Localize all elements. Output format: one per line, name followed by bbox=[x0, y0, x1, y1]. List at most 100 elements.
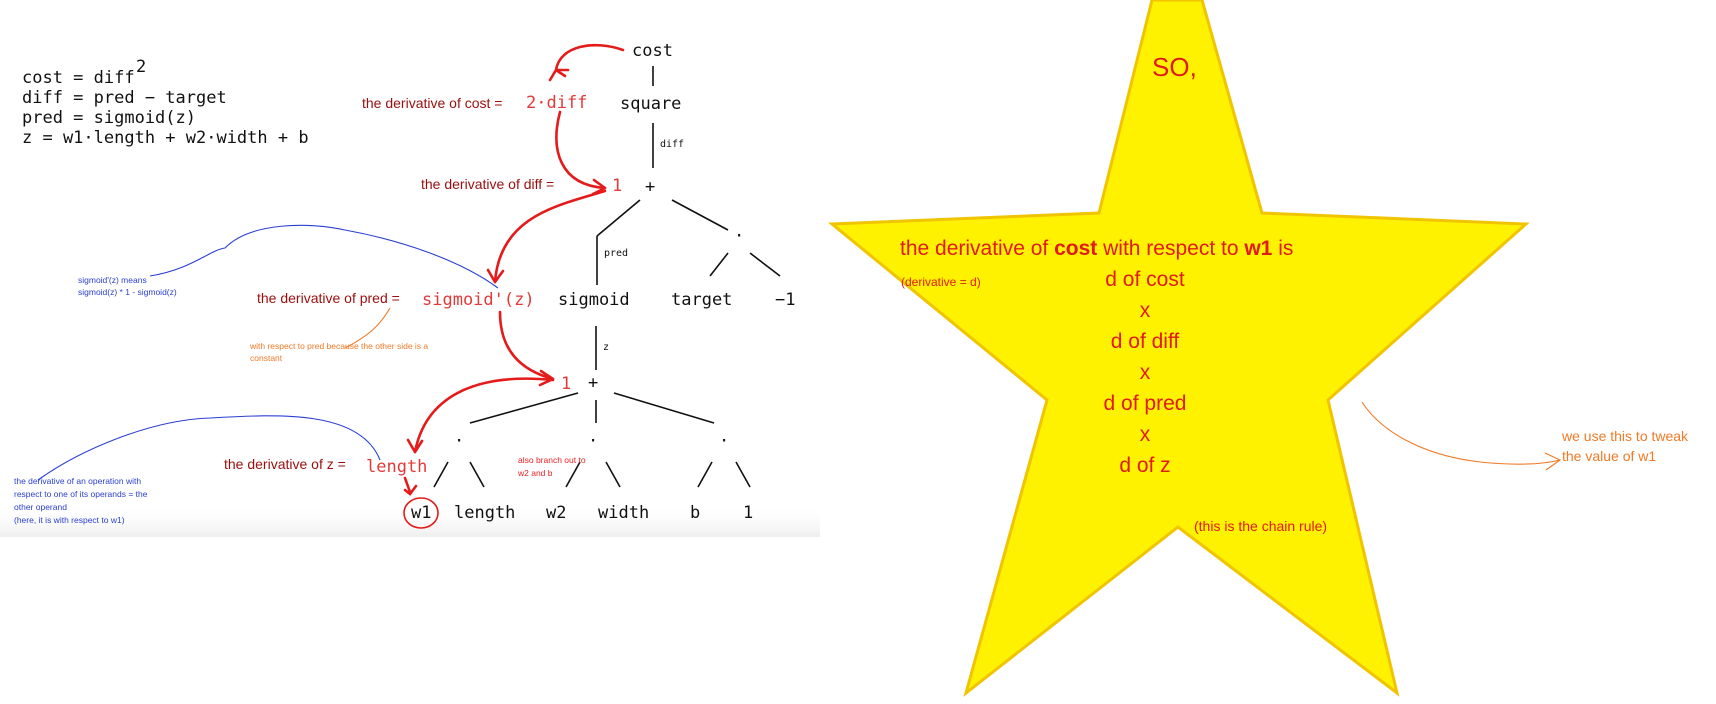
star-polygon bbox=[827, 0, 1530, 697]
star-line1-mid: with respect to bbox=[1097, 237, 1244, 260]
d-plus-value: 1 bbox=[561, 374, 571, 394]
sigmoid-note-1: sigmoid'(z) means bbox=[78, 275, 147, 285]
star-line1: the derivative of cost with respect to w… bbox=[900, 237, 1293, 260]
d-z-label: the derivative of z = bbox=[224, 456, 346, 472]
arrow-dz-to-w1 bbox=[403, 476, 418, 496]
arrow-dcost-to-ddiff bbox=[555, 110, 607, 190]
node-plus-z: + bbox=[588, 373, 598, 393]
arrowhead-dpred bbox=[486, 268, 505, 284]
node-dot-c: · bbox=[719, 431, 729, 451]
node-cost: cost bbox=[632, 41, 673, 61]
node-dot-a: · bbox=[454, 431, 464, 451]
edge-dotc-one bbox=[735, 461, 751, 488]
operand-note-2: respect to one of its operands = the bbox=[14, 489, 148, 499]
branch-note-2: w2 and b bbox=[517, 468, 553, 478]
operand-note-3: other operand bbox=[14, 502, 67, 512]
edge-dota-length bbox=[469, 461, 485, 488]
edge-plus-dota bbox=[469, 392, 579, 424]
respect-note-1: with respect to pred because the other s… bbox=[249, 341, 428, 351]
d-cost-value: 2·diff bbox=[526, 93, 587, 113]
equations-block: cost = diff 2 diff = pred − target pred … bbox=[22, 57, 309, 148]
edge-plus-dot bbox=[671, 199, 729, 231]
orange-note-left: with respect to pred because the other s… bbox=[249, 307, 428, 363]
star-item: x bbox=[1140, 299, 1151, 322]
node-dot-neg: · bbox=[734, 226, 744, 246]
d-diff-label: the derivative of diff = bbox=[421, 176, 554, 192]
operand-note-1: the derivative of an operation with bbox=[14, 476, 141, 486]
star-item: d of z bbox=[1119, 454, 1170, 477]
node-square: square bbox=[620, 94, 681, 114]
orange-arrowhead bbox=[1544, 452, 1562, 471]
star-line1-cost: cost bbox=[1054, 237, 1097, 260]
node-w2: w2 bbox=[546, 503, 566, 523]
edge-dot-target bbox=[709, 252, 729, 277]
arrow-dplus-to-dz bbox=[413, 377, 555, 454]
node-w1: w1 bbox=[411, 503, 431, 523]
star-shape bbox=[827, 0, 1530, 697]
d-pred-label: the derivative of pred = bbox=[257, 290, 400, 306]
node-target: target bbox=[671, 290, 732, 310]
tweak-note-2: the value of w1 bbox=[1562, 448, 1656, 464]
branch-note: also branch out to w2 and b bbox=[517, 455, 586, 478]
d-diff-value: 1 bbox=[612, 176, 622, 196]
star-item: x bbox=[1140, 361, 1151, 384]
star-content: SO, the derivative of cost with respect … bbox=[900, 52, 1327, 534]
equation-diff: diff = pred − target bbox=[22, 88, 227, 108]
star-line1-post: is bbox=[1272, 237, 1293, 260]
star-line1-w1: w1 bbox=[1243, 237, 1272, 260]
panel-shadow bbox=[0, 505, 820, 537]
derivative-annotations: the derivative of cost = 2·diff the deri… bbox=[224, 93, 622, 477]
star-item: d of cost bbox=[1105, 268, 1185, 291]
d-cost-label: the derivative of cost = bbox=[362, 95, 502, 111]
star-item: d of pred bbox=[1104, 392, 1187, 415]
equation-cost-exponent: 2 bbox=[136, 57, 146, 77]
d-z-value: length bbox=[366, 457, 427, 477]
arrowhead-dz bbox=[406, 438, 424, 454]
edge-labels: diff pred z bbox=[603, 139, 684, 353]
edge-plus-dotc bbox=[613, 392, 715, 424]
edge-dotb-width bbox=[605, 461, 621, 488]
orange-curve-respect bbox=[344, 307, 391, 349]
star-line1-pre: the derivative of bbox=[900, 237, 1054, 260]
orange-curve-tweak bbox=[1361, 401, 1561, 465]
edge-dot-negone bbox=[749, 252, 781, 277]
star-chain-items: d of cost x d of diff x d of pred x d of… bbox=[1104, 268, 1187, 477]
operand-note-4: (here, it is with respect to w1) bbox=[14, 515, 125, 525]
arrow-cost-to-dcost bbox=[554, 43, 625, 78]
red-arrows bbox=[403, 43, 625, 529]
edge-dota-w1 bbox=[433, 461, 449, 488]
graph-nodes: cost square + · sigmoid target −1 + · · … bbox=[411, 41, 795, 523]
sigmoid-note-2: sigmoid(z) * 1 - sigmoid(z) bbox=[78, 287, 177, 297]
star-chain-rule: (this is the chain rule) bbox=[1194, 518, 1327, 534]
node-one: 1 bbox=[743, 503, 753, 523]
edge-dotb-w2 bbox=[565, 461, 581, 488]
star-so: SO, bbox=[1152, 52, 1197, 82]
arrow-ddiff-to-dpred bbox=[493, 189, 607, 284]
node-plus-top: + bbox=[645, 177, 655, 197]
edge-label-diff: diff bbox=[660, 139, 684, 150]
node-b: b bbox=[690, 503, 700, 523]
node-sigmoid: sigmoid bbox=[558, 290, 630, 310]
edge-label-pred: pred bbox=[604, 248, 628, 259]
equation-z: z = w1·length + w2·width + b bbox=[22, 128, 309, 148]
star-item: x bbox=[1140, 423, 1151, 446]
d-pred-value: sigmoid'(z) bbox=[422, 290, 535, 310]
blue-curve-sigmoid bbox=[149, 224, 499, 289]
graph-edges bbox=[433, 66, 781, 488]
arrow-dpred-to-dplus bbox=[498, 310, 555, 381]
blue-curve-operand bbox=[37, 415, 381, 481]
node-dot-b: · bbox=[588, 431, 598, 451]
node-neg-one: −1 bbox=[775, 290, 795, 310]
node-width: width bbox=[598, 503, 649, 523]
edge-plus-pred bbox=[596, 199, 641, 237]
orange-note-right: we use this to tweak the value of w1 bbox=[1361, 401, 1689, 471]
tweak-note-1: we use this to tweak bbox=[1561, 428, 1689, 444]
branch-note-1: also branch out to bbox=[518, 455, 586, 465]
respect-note-2: constant bbox=[250, 353, 283, 363]
edge-dotc-b bbox=[697, 461, 713, 488]
equation-cost: cost = diff bbox=[22, 68, 135, 88]
edge-label-z: z bbox=[603, 342, 609, 353]
equation-pred: pred = sigmoid(z) bbox=[22, 108, 196, 128]
blue-notes: sigmoid'(z) means sigmoid(z) * 1 - sigmo… bbox=[14, 224, 499, 525]
